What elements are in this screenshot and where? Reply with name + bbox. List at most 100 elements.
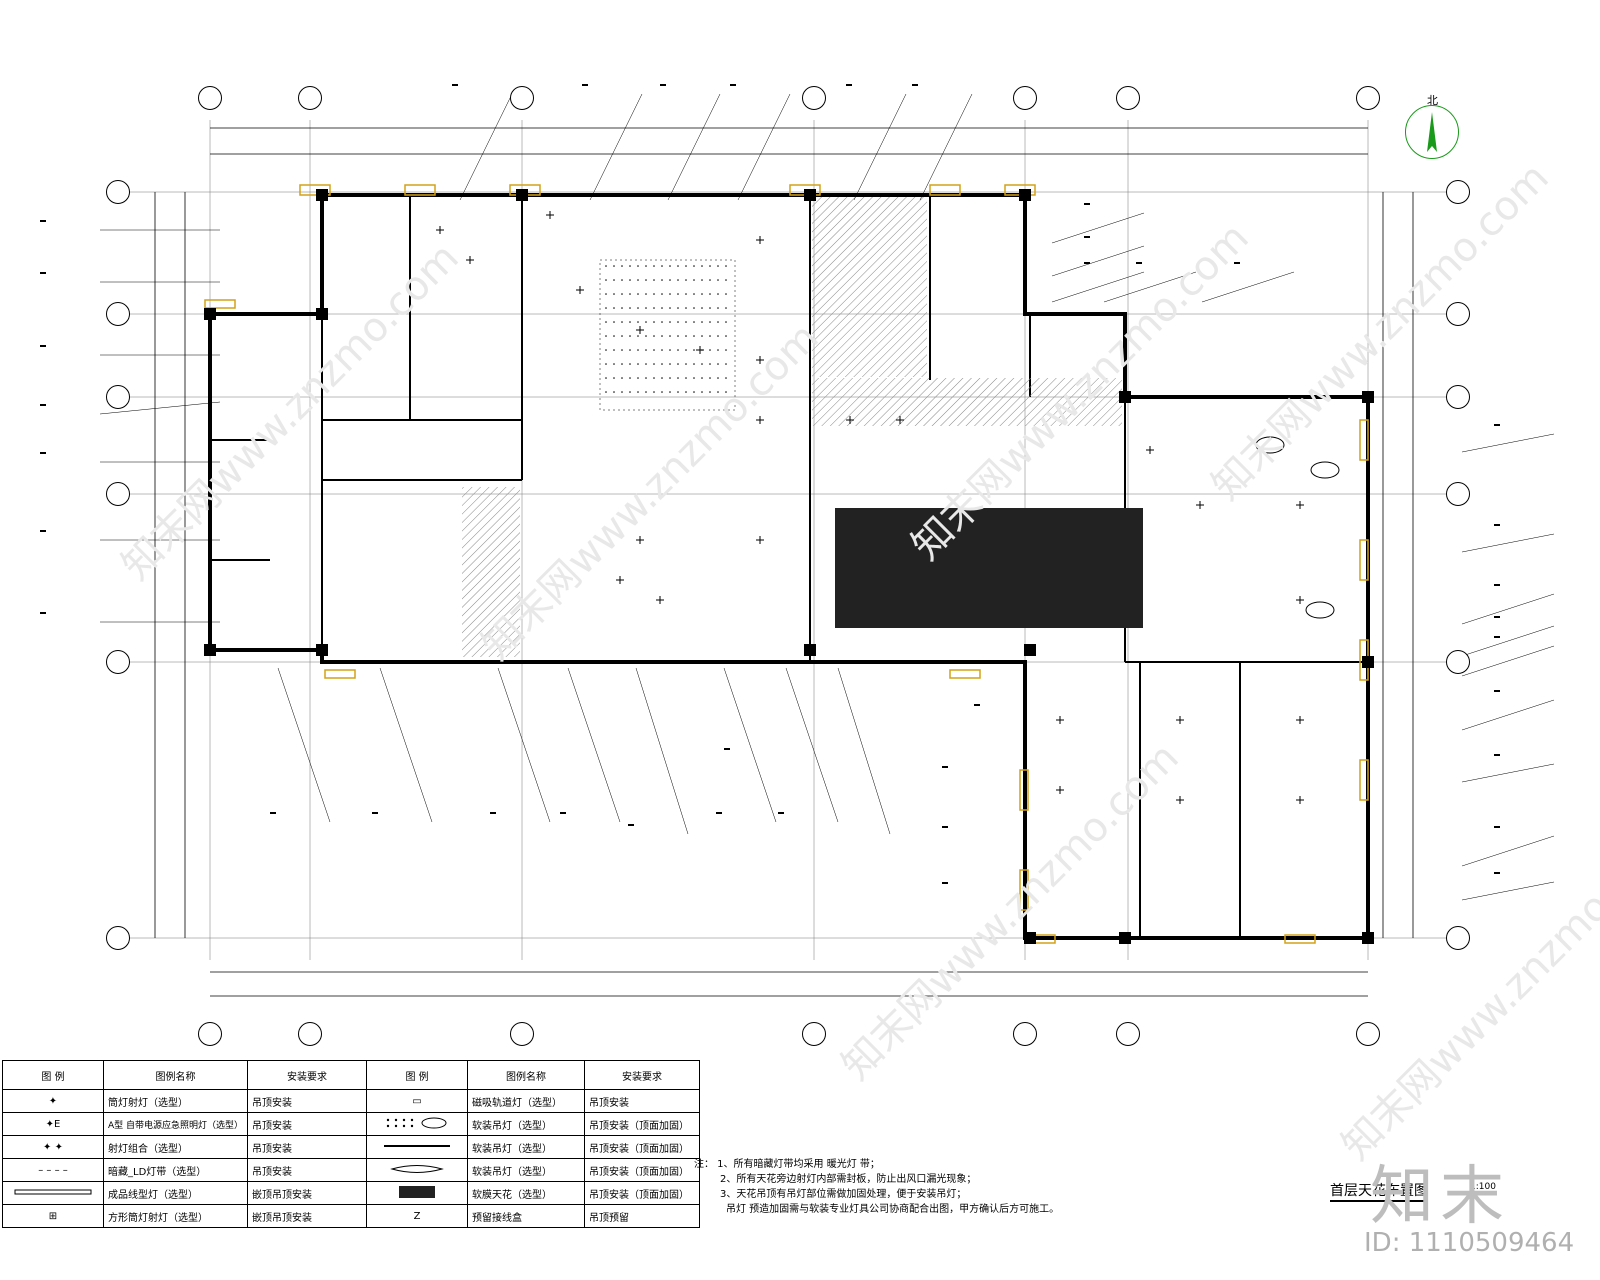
- grille-dot: [621, 391, 623, 393]
- material-tag: [778, 812, 784, 814]
- grille-dot: [685, 307, 687, 309]
- grille-dot: [693, 349, 695, 351]
- grid-bubble-col: [1116, 1022, 1140, 1046]
- legend-req: 吊顶安装（顶面加固）: [584, 1112, 701, 1136]
- legend-name: 成品线型灯（选型）: [102, 1181, 249, 1205]
- grille-dot: [717, 349, 719, 351]
- grille-dot: [725, 321, 727, 323]
- grille-dot: [677, 349, 679, 351]
- grille-dot: [693, 335, 695, 337]
- leader-line: [567, 667, 621, 823]
- legend-name: 预留接线盒: [467, 1204, 586, 1228]
- grille-dot: [613, 335, 615, 337]
- grille-dot: [677, 363, 679, 365]
- grille-dot: [605, 265, 607, 267]
- grid-bubble-col: [1356, 86, 1380, 110]
- grille-dot: [725, 307, 727, 309]
- legend-header: 安装要求: [584, 1060, 701, 1090]
- material-tag: [1494, 616, 1500, 618]
- grille-dot: [709, 279, 711, 281]
- legend-symbol: [366, 1112, 469, 1136]
- legend-req: 吊顶安装: [247, 1135, 368, 1159]
- grille-dot: [605, 279, 607, 281]
- grille-dot: [717, 335, 719, 337]
- grille-dot: [661, 293, 663, 295]
- grille-dot: [605, 363, 607, 365]
- grille-dot: [701, 307, 703, 309]
- legend-symbol: ✦E: [2, 1112, 104, 1136]
- grille-dot: [709, 377, 711, 379]
- grille-dot: [709, 363, 711, 365]
- material-tag: [846, 84, 852, 86]
- grille-dot: [661, 265, 663, 267]
- leader-line: [379, 667, 433, 823]
- material-tag: [1494, 524, 1500, 526]
- grille-dot: [621, 335, 623, 337]
- grille-dot: [709, 265, 711, 267]
- legend-req: 吊顶安装: [584, 1089, 701, 1113]
- north-label: 北: [1427, 94, 1438, 107]
- grille-dot: [637, 293, 639, 295]
- note-line: 2、所有天花旁边射灯内部需封板，防止出风口漏光现象；: [720, 1174, 977, 1185]
- grille-dot: [693, 293, 695, 295]
- window-frame: [299, 184, 331, 196]
- grille-dot: [613, 349, 615, 351]
- leader-line: [737, 93, 791, 201]
- grille-dot: [613, 265, 615, 267]
- leader-line: [1103, 271, 1197, 303]
- notes: 注： 1、所有暗藏灯带均采用 暖光灯 带； 2、所有天花旁边射灯内部需封板，防止…: [694, 1157, 1059, 1217]
- grid-bubble-row: [1446, 926, 1470, 950]
- grille-dot: [661, 321, 663, 323]
- material-tag: [942, 882, 948, 884]
- grille-dot: [709, 391, 711, 393]
- legend-symbol: ⊞: [2, 1204, 104, 1228]
- material-tag: [942, 766, 948, 768]
- grille-dot: [725, 391, 727, 393]
- grille-dot: [669, 265, 671, 267]
- legend-req: 吊顶安装（顶面加固）: [584, 1158, 701, 1182]
- grid-bubble-row: [1446, 385, 1470, 409]
- legend-table: 图 例 图例名称 安装要求 图 例 图例名称 安装要求 ✦ 筒灯射灯（选型） 吊…: [2, 1060, 701, 1228]
- grille-dot: [677, 377, 679, 379]
- grille-dot: [709, 293, 711, 295]
- window-frame: [1359, 419, 1369, 461]
- grid-bubble-col: [510, 1022, 534, 1046]
- leader-line: [1051, 212, 1145, 244]
- grille-dot: [629, 335, 631, 337]
- legend-symbol: – – – –: [2, 1158, 104, 1182]
- grille-dot: [693, 279, 695, 281]
- grille-dot: [661, 391, 663, 393]
- grille-dot: [621, 265, 623, 267]
- grille-dot: [677, 293, 679, 295]
- legend-header: 安装要求: [247, 1060, 368, 1090]
- material-tag: [1494, 872, 1500, 874]
- grille-dot: [653, 293, 655, 295]
- column: [1119, 932, 1131, 944]
- grille-dot: [717, 293, 719, 295]
- grille-dot: [685, 335, 687, 337]
- grid-bubble-row: [1446, 650, 1470, 674]
- grille-dot: [701, 377, 703, 379]
- leader-line: [919, 93, 973, 201]
- legend-symbol: [366, 1135, 469, 1159]
- material-tag: [912, 84, 918, 86]
- grille-dot: [613, 293, 615, 295]
- grille-dot: [693, 265, 695, 267]
- grille-dot: [645, 335, 647, 337]
- grille-dot: [637, 363, 639, 365]
- grille-dot: [637, 377, 639, 379]
- material-tag: [40, 612, 46, 614]
- legend-symbol: ✦ ✦: [2, 1135, 104, 1159]
- material-tag: [490, 812, 496, 814]
- grille-dot: [685, 265, 687, 267]
- grille-dot: [677, 265, 679, 267]
- legend-req: 嵌顶吊顶安装: [247, 1181, 368, 1205]
- window-frame: [949, 669, 981, 679]
- grille-dot: [661, 279, 663, 281]
- grille-dot: [645, 279, 647, 281]
- grid-bubble-col: [802, 1022, 826, 1046]
- legend-name: 软膜天花（选型）: [467, 1181, 586, 1205]
- material-tag: [724, 748, 730, 750]
- leader-line: [635, 667, 689, 835]
- legend-header: 图 例: [366, 1060, 469, 1090]
